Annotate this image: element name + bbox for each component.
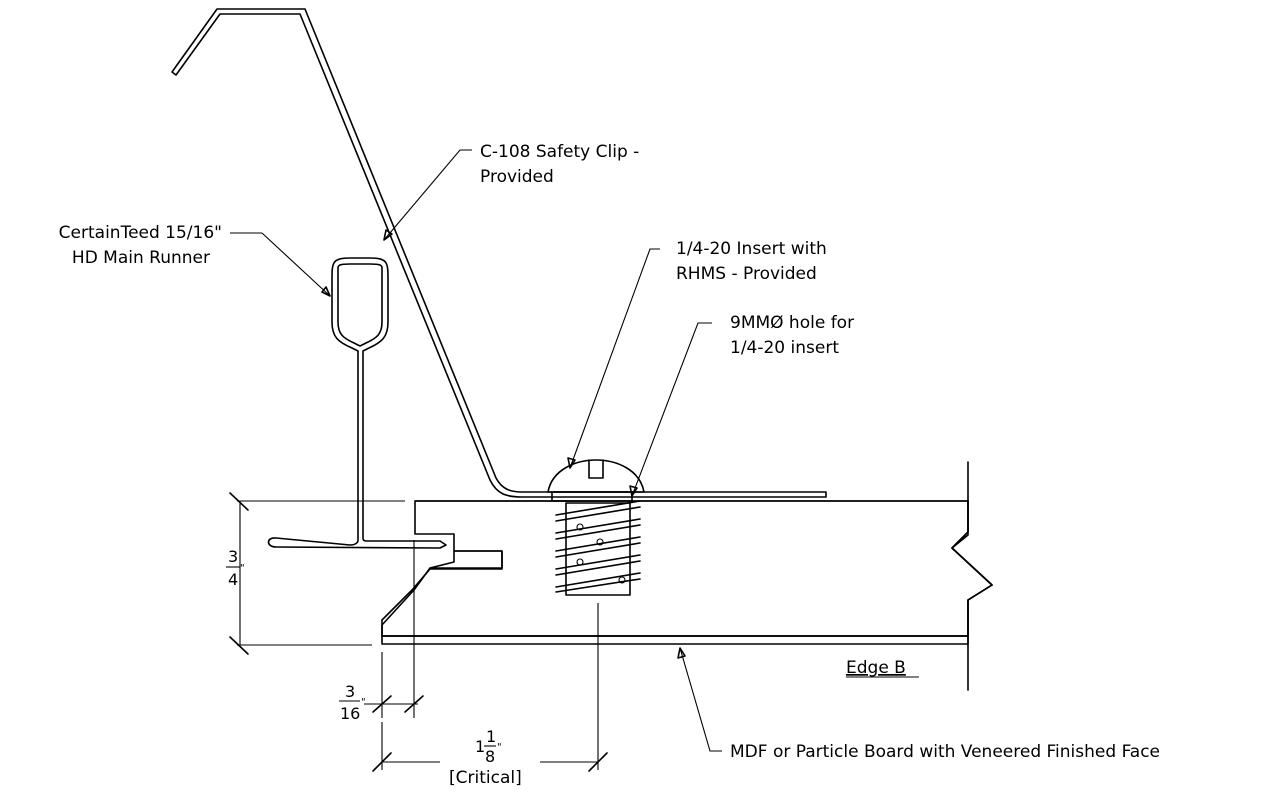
leaders — [230, 149, 722, 752]
thickness-numerator: 3 — [228, 547, 238, 566]
main-runner-label-line1: CertainTeed 15/16" — [59, 223, 222, 243]
edge-label: Edge B — [846, 658, 906, 678]
threaded-insert — [555, 500, 641, 596]
insert-offset-numerator: 1 — [486, 727, 496, 746]
panel-outline — [381, 500, 993, 637]
thickness-unit: " — [240, 563, 245, 574]
insert-body — [565, 502, 631, 596]
insert-label-line1: 1/4-20 Insert with — [676, 239, 827, 259]
hole-label-line2: 1/4-20 insert — [730, 338, 839, 358]
runner-bulb — [267, 257, 447, 549]
screw-slot — [588, 459, 604, 479]
main-runner-label-line2: HD Main Runner — [72, 248, 210, 268]
safety-clip-label-line2: Provided — [480, 167, 554, 187]
hole-label-line1: 9MMØ hole for — [730, 313, 854, 333]
reveal-unit: " — [361, 697, 366, 708]
thickness-denominator: 4 — [228, 570, 238, 589]
veneer-face — [381, 635, 969, 645]
main-runner — [267, 257, 447, 549]
safety-clip-body — [171, 8, 827, 498]
insert-offset-note: [Critical] — [449, 768, 522, 788]
insert-offset-unit: " — [497, 742, 502, 753]
screw-head — [547, 459, 645, 493]
insert-offset-whole: 1 — [475, 737, 485, 756]
board-label: MDF or Particle Board with Veneered Fini… — [730, 742, 1160, 762]
round-head-screw — [547, 459, 645, 502]
reveal-denominator: 16 — [340, 704, 360, 723]
reveal-numerator: 3 — [345, 682, 355, 701]
break-line — [951, 461, 993, 691]
dimension-reveal — [364, 540, 424, 718]
dimension-insert-offset — [372, 603, 608, 772]
insert-offset-denominator: 8 — [485, 747, 495, 766]
dimension-thickness — [229, 492, 405, 655]
safety-clip — [171, 8, 827, 498]
insert-label-line2: RHMS - Provided — [676, 264, 817, 284]
safety-clip-label-line1: C-108 Safety Clip - — [480, 142, 639, 162]
